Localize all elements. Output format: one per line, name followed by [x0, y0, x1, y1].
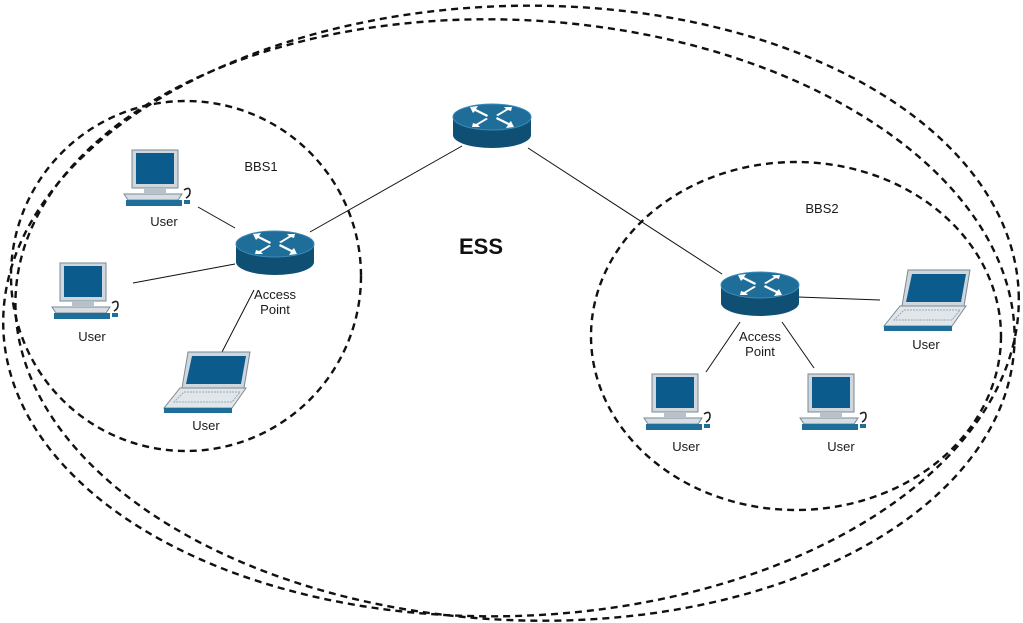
link-core-ap1 [309, 145, 463, 233]
link-ap1-user1 [197, 206, 236, 229]
link-ap2-user4 [797, 296, 881, 301]
user-label: User [672, 439, 700, 454]
link-ap1-user3 [221, 289, 255, 353]
access-point-1-label-line1: Access [254, 287, 296, 302]
bbs1-user1-desktop-icon [123, 149, 191, 207]
bbs2-user5-desktop-icon [643, 373, 711, 431]
bbs2-boundary [589, 160, 1003, 512]
access-point-2-label-line2: Point [745, 344, 775, 359]
bbs1-boundary [9, 99, 363, 453]
links [132, 145, 881, 373]
core-router-icon [452, 103, 532, 149]
bbs2-user6-desktop-icon [799, 373, 867, 431]
user-label: User [827, 439, 855, 454]
user-label: User [150, 214, 178, 229]
bbs1-label: BBS1 [244, 159, 277, 174]
bbs2-label: BBS2 [805, 201, 838, 216]
link-ap2-user5 [705, 321, 741, 373]
user-label: User [78, 329, 106, 344]
access-point-1-label-line2: Point [260, 302, 290, 317]
access-point-1-router-icon [235, 230, 315, 276]
link-ap1-user2 [132, 263, 236, 284]
access-point-2-label-line1: Access [739, 329, 781, 344]
link-core-ap2 [527, 147, 723, 275]
bbs1-user3-laptop-icon [163, 351, 251, 414]
bbs2-user4-laptop-icon [883, 269, 971, 332]
access-point-2-router-icon [720, 271, 800, 317]
bbs1-user2-desktop-icon [51, 262, 119, 320]
user-label: User [912, 337, 940, 352]
link-ap2-user6 [781, 321, 815, 369]
ess-label: ESS [459, 234, 503, 259]
user-label: User [192, 418, 220, 433]
